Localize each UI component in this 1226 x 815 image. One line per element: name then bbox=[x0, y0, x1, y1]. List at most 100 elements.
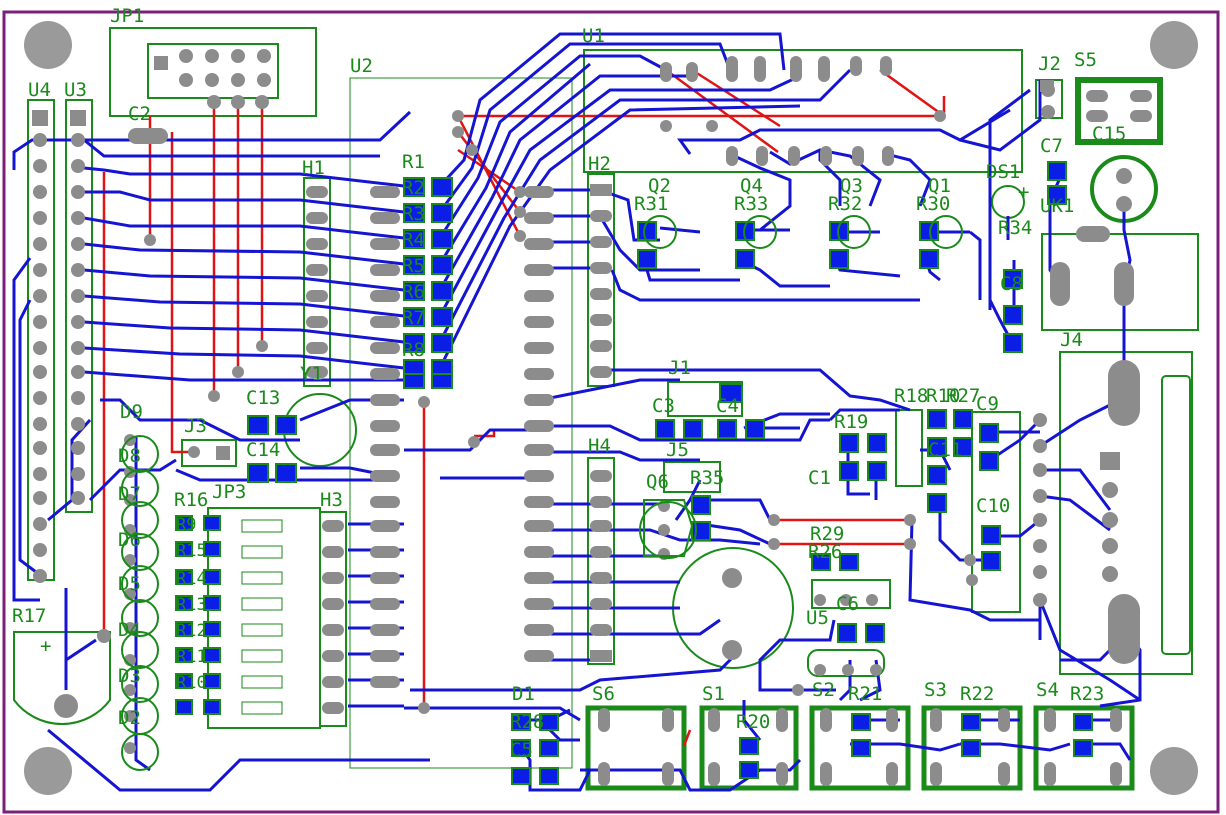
label-c14: C14 bbox=[246, 439, 280, 461]
label-d9: D9 bbox=[120, 401, 143, 423]
label-res-col-3: R13 bbox=[176, 595, 207, 615]
label-c7: C7 bbox=[1040, 135, 1063, 157]
j5-outline bbox=[663, 461, 721, 493]
led-outlines bbox=[121, 215, 963, 771]
label-r27: R27 bbox=[946, 385, 980, 407]
label-r31: R31 bbox=[634, 193, 668, 215]
label-d6: D6 bbox=[118, 529, 141, 551]
label-y1: Y1 bbox=[300, 363, 323, 385]
label-j2: J2 bbox=[1038, 53, 1061, 75]
c6-outline bbox=[811, 579, 891, 609]
label-r35: R35 bbox=[690, 467, 724, 489]
label-r22: R22 bbox=[960, 683, 994, 705]
label-c11: C11 bbox=[928, 439, 962, 461]
label-c13: C13 bbox=[246, 387, 280, 409]
label-uk1: UK1 bbox=[1040, 195, 1074, 217]
label-c9: C9 bbox=[976, 393, 999, 415]
h4-outline bbox=[587, 457, 615, 665]
u5-outline bbox=[807, 649, 885, 677]
j4-inner-outline bbox=[1161, 375, 1191, 655]
label-s4: S4 bbox=[1036, 679, 1059, 701]
label-d4: D4 bbox=[118, 619, 141, 641]
label-r21: R21 bbox=[848, 683, 882, 705]
label-c5: C5 bbox=[510, 739, 533, 761]
s2-outline bbox=[809, 705, 911, 791]
label-jp3: JP3 bbox=[212, 481, 246, 503]
label-q2: Q2 bbox=[648, 175, 671, 197]
label-r20: R20 bbox=[736, 711, 770, 733]
silkscreen-labels: JP1 U4 U3 C2 U2 U1 J2 S5 C7 C15 DS1 UK1 … bbox=[12, 5, 1126, 761]
r18-outline bbox=[895, 409, 923, 487]
bottom-layer-traces bbox=[12, 32, 1142, 792]
label-ds1: DS1 bbox=[986, 161, 1020, 183]
label-s2: S2 bbox=[812, 679, 835, 701]
label-r5: R5 bbox=[402, 255, 425, 277]
mount-hole-tr bbox=[1150, 21, 1198, 69]
c9-outline bbox=[971, 411, 1021, 613]
label-r6: R6 bbox=[402, 281, 425, 303]
label-d2: D2 bbox=[118, 707, 141, 729]
label-h2: H2 bbox=[588, 153, 611, 175]
label-c1: C1 bbox=[808, 467, 831, 489]
label-h3: H3 bbox=[320, 489, 343, 511]
label-u3: U3 bbox=[64, 79, 87, 101]
label-r7: R7 bbox=[402, 307, 425, 329]
label-r1: R1 bbox=[402, 151, 425, 173]
label-c10: C10 bbox=[976, 495, 1010, 517]
r17-outline bbox=[13, 631, 111, 725]
label-u5: U5 bbox=[806, 607, 829, 629]
label-s6: S6 bbox=[592, 683, 615, 705]
mount-hole-bl bbox=[24, 747, 72, 795]
label-j3: J3 bbox=[184, 415, 207, 437]
u2-outline bbox=[349, 77, 573, 769]
label-r34: R34 bbox=[998, 217, 1032, 239]
label-r32: R32 bbox=[828, 193, 862, 215]
board-outline bbox=[2, 10, 1220, 814]
h3-outline bbox=[319, 511, 347, 727]
label-j5: J5 bbox=[666, 439, 689, 461]
label-c15: C15 bbox=[1092, 123, 1126, 145]
label-r17: R17 bbox=[12, 605, 46, 627]
label-r28: R28 bbox=[510, 711, 544, 733]
mount-hole-br bbox=[1150, 747, 1198, 795]
label-u1: U1 bbox=[582, 25, 605, 47]
label-s5: S5 bbox=[1074, 49, 1097, 71]
label-d5: D5 bbox=[118, 573, 141, 595]
label-q6: Q6 bbox=[646, 471, 669, 493]
label-r18: R18 bbox=[894, 385, 928, 407]
label-res-col-5: R11 bbox=[176, 647, 207, 667]
through-hole-pads bbox=[33, 49, 1152, 786]
label-plus-1: + bbox=[40, 635, 51, 657]
label-r23: R23 bbox=[1070, 683, 1104, 705]
u3-outline bbox=[65, 99, 93, 513]
label-r33: R33 bbox=[734, 193, 768, 215]
label-r2: R2 bbox=[402, 177, 425, 199]
label-d1: D1 bbox=[512, 683, 535, 705]
label-r4: R4 bbox=[402, 229, 425, 251]
uk1-outline bbox=[1041, 233, 1199, 331]
j4-outline bbox=[1059, 351, 1193, 675]
s5-outline bbox=[1075, 77, 1163, 145]
label-r10: R10 bbox=[926, 385, 960, 407]
label-q4: Q4 bbox=[740, 175, 763, 197]
label-res-col-6: R10 bbox=[176, 673, 207, 693]
label-u2: U2 bbox=[350, 55, 373, 77]
label-u4: U4 bbox=[28, 79, 51, 101]
label-r8: R8 bbox=[402, 339, 425, 361]
label-q1: Q1 bbox=[928, 175, 951, 197]
label-r30: R30 bbox=[916, 193, 950, 215]
mount-hole-tl bbox=[24, 21, 72, 69]
label-r19: R19 bbox=[834, 411, 868, 433]
label-h1: H1 bbox=[302, 157, 325, 179]
jp3-outline bbox=[207, 507, 321, 729]
label-d3: D3 bbox=[118, 665, 141, 687]
label-res-col-2: R14 bbox=[176, 569, 207, 589]
label-d8: D8 bbox=[118, 445, 141, 467]
label-j1: J1 bbox=[668, 357, 691, 379]
smd-pads bbox=[32, 56, 1093, 785]
label-s3: S3 bbox=[924, 679, 947, 701]
label-c8: C8 bbox=[1000, 273, 1023, 295]
label-h4: H4 bbox=[588, 435, 611, 457]
label-r3: R3 bbox=[402, 203, 425, 225]
